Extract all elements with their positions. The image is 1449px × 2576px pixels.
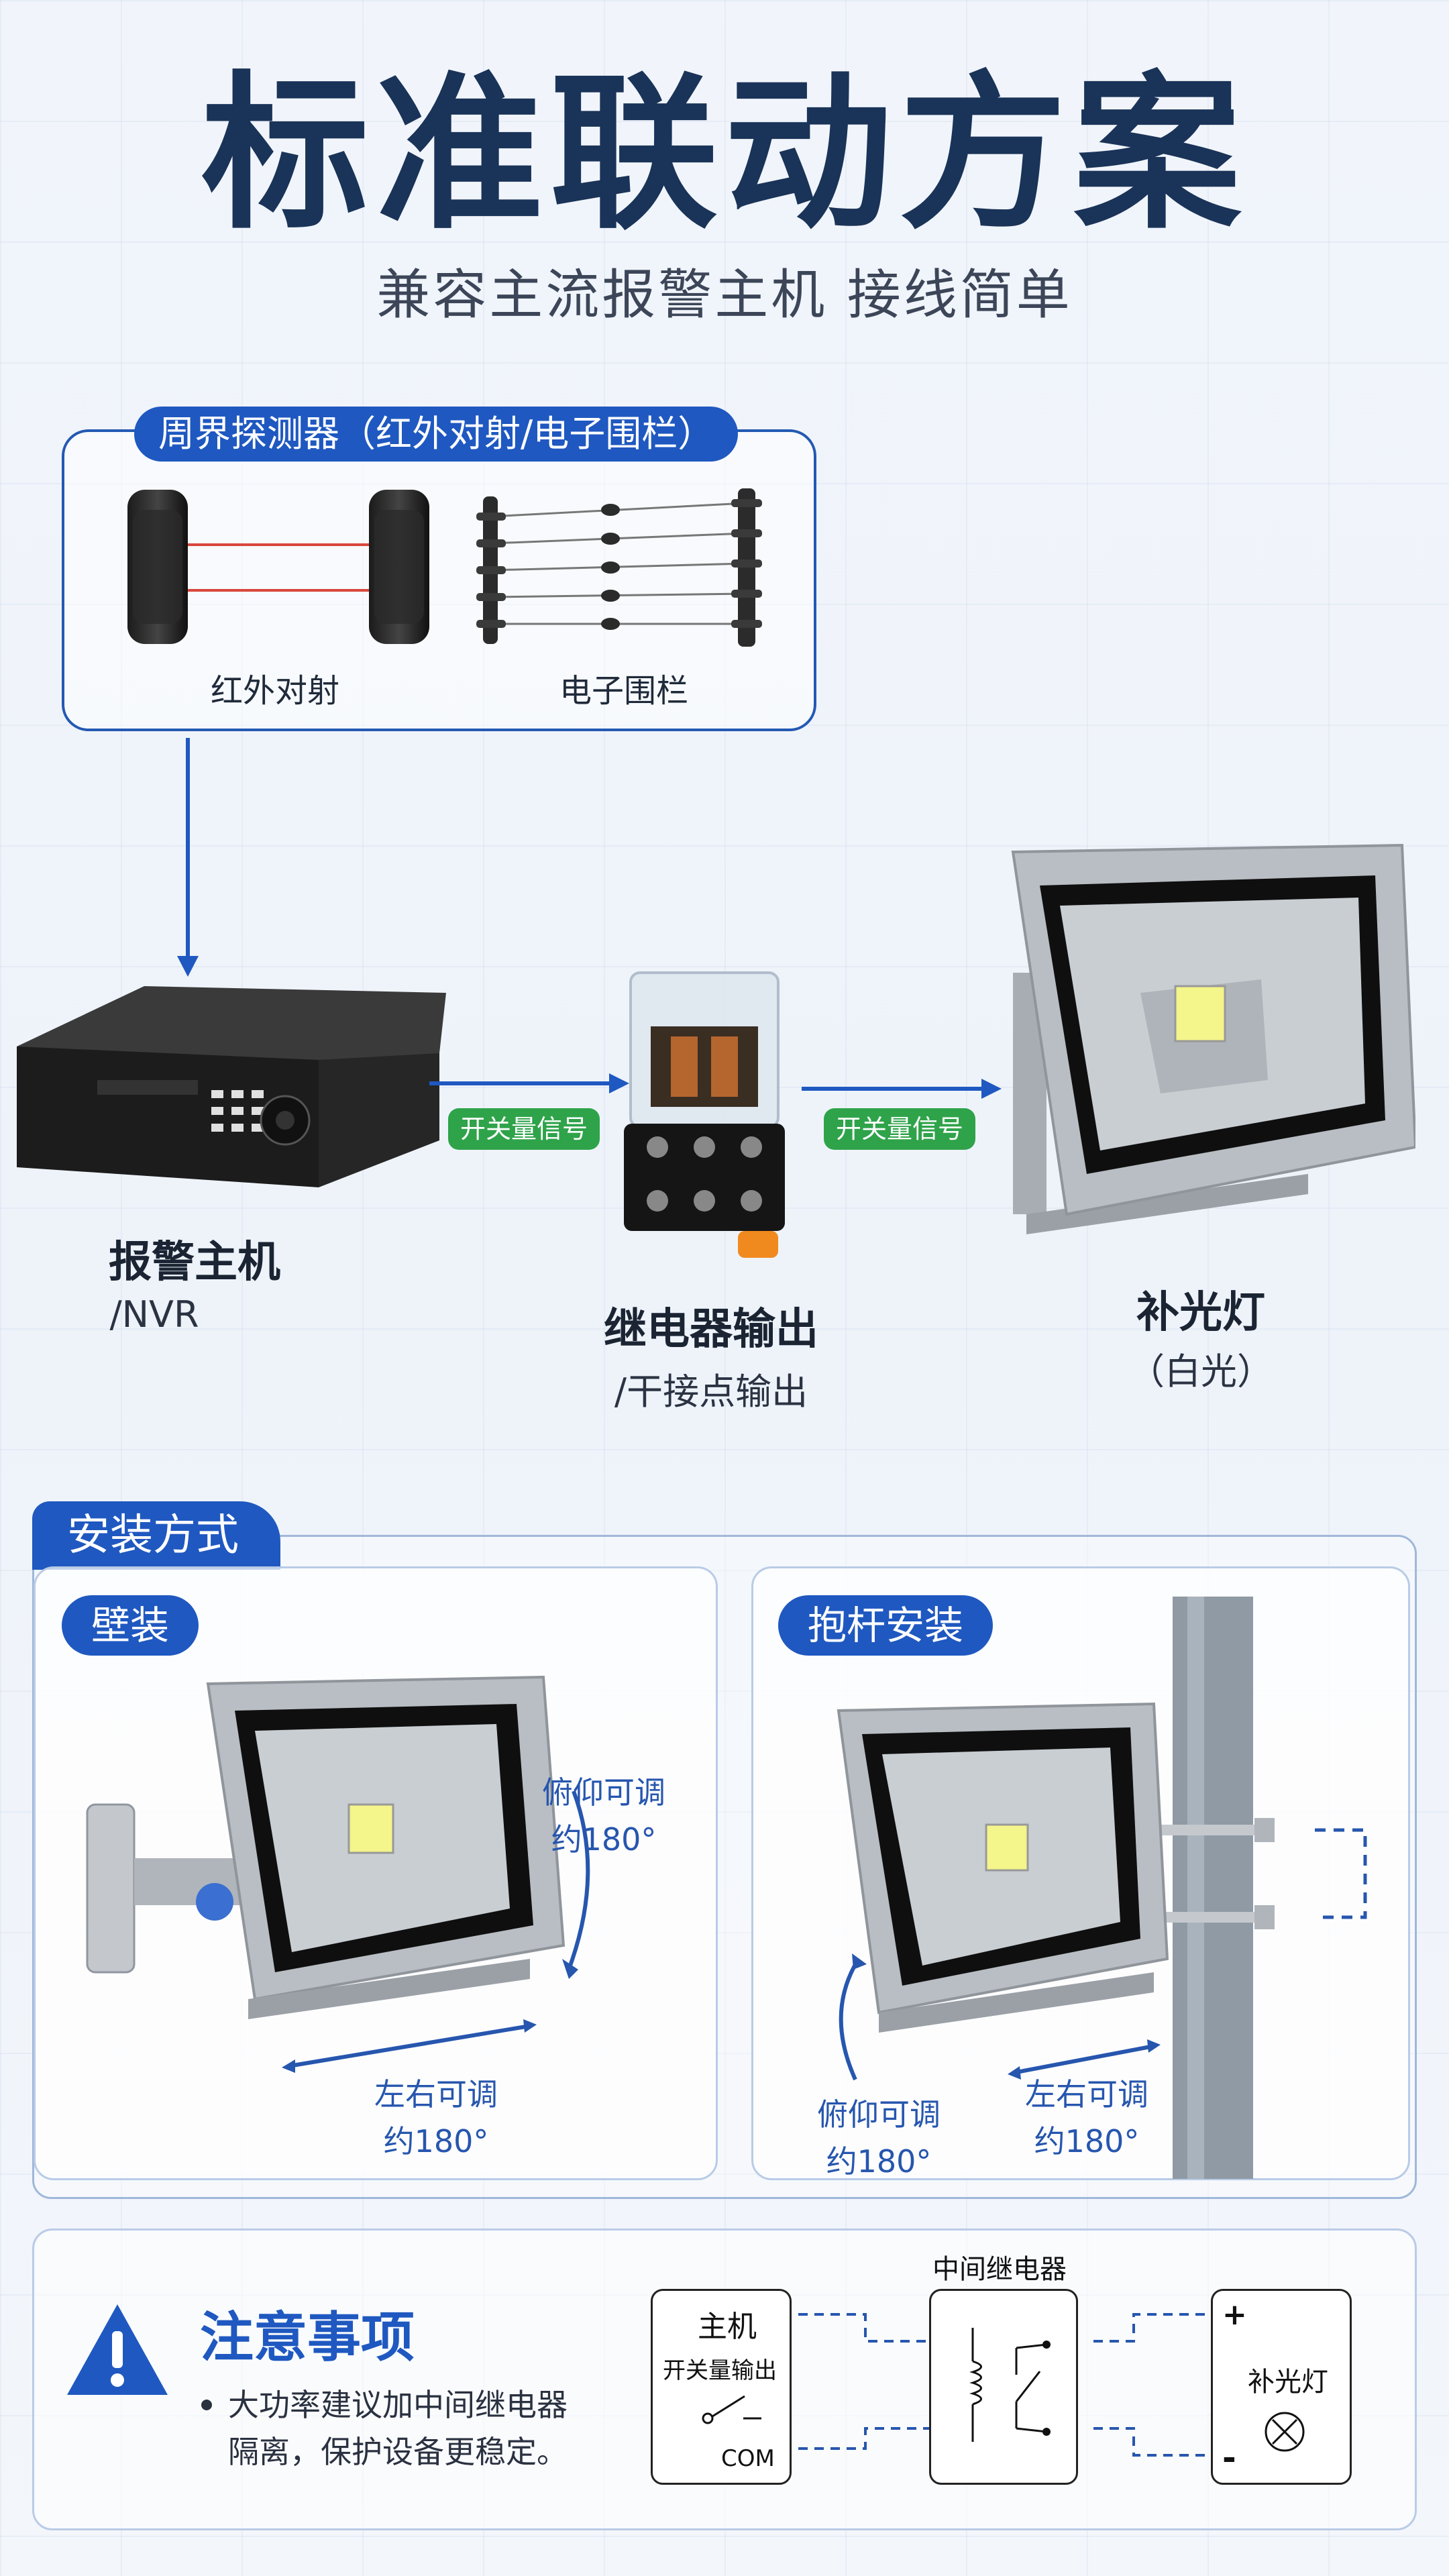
diagram-light-box <box>1211 2289 1352 2485</box>
pole-pan-angle: 约180° <box>1034 2123 1140 2159</box>
switch-symbol-icon <box>702 2395 761 2424</box>
notes-bullet: 大功率建议加中间继电器 隔离，保护设备更稳定。 <box>201 2381 684 2475</box>
wall-mount-label: 壁装 <box>62 1595 199 1656</box>
notes-line-1: 大功率建议加中间继电器 <box>228 2387 568 2423</box>
infrared-label: 红外对射 <box>210 672 339 710</box>
signal-badge-1: 开关量信号 <box>448 1108 600 1150</box>
bullet-dot <box>201 2400 212 2410</box>
diagram-minus: - <box>1222 2438 1236 2477</box>
relay-image <box>624 971 785 1258</box>
electric-fence-image <box>476 488 762 647</box>
pole-mount-light-image <box>837 1597 1367 2179</box>
relay-sub: /干接点输出 <box>614 1371 808 1413</box>
signal-arrow-2 <box>802 1079 1002 1099</box>
install-section-title: 安装方式 <box>32 1501 280 1570</box>
wiring-diagram-lines <box>798 2313 1208 2457</box>
fence-label: 电子围栏 <box>559 672 688 710</box>
relay-name: 继电器输出 <box>604 1305 818 1354</box>
wall-pan-angle: 约180° <box>383 2123 489 2159</box>
pole-mount-label: 抱杆安装 <box>778 1595 994 1656</box>
diagram-host-label: 主机 <box>698 2310 757 2344</box>
connector-arrow-down <box>177 738 199 977</box>
signal-arrow-1 <box>429 1073 629 1093</box>
alarm-host-image <box>17 986 446 1187</box>
diagram-relay-box <box>929 2289 1078 2485</box>
warning-icon <box>67 2304 168 2395</box>
signal-badge-2: 开关量信号 <box>824 1108 976 1150</box>
alarm-host-name: 报警主机 <box>109 1238 280 1287</box>
wall-tilt-label: 俯仰可调 <box>542 1774 665 1811</box>
diagram-host-output: 开关量输出 <box>663 2357 777 2384</box>
wall-tilt-angle: 约180° <box>551 1821 657 1858</box>
diagram-relay-label: 中间继电器 <box>932 2254 1067 2285</box>
infrared-beam-detector-image <box>127 490 429 644</box>
flood-light-image <box>1011 843 1415 1234</box>
page-subtitle: 兼容主流报警主机 接线简单 <box>376 264 1073 326</box>
wall-pan-label: 左右可调 <box>374 2076 498 2112</box>
diagram-plus: + <box>1222 2298 1247 2332</box>
notes-title: 注意事项 <box>200 2306 415 2369</box>
wall-mount-light-image <box>86 1675 590 2073</box>
pole-pan-label: 左右可调 <box>1025 2076 1148 2112</box>
alarm-host-sub: /NVR <box>109 1293 199 1336</box>
pole-tilt-angle: 约180° <box>826 2143 932 2180</box>
pole-tilt-label: 俯仰可调 <box>817 2096 941 2133</box>
diagram-com-label: COM <box>721 2445 775 2472</box>
relay-coil-icon <box>969 2328 1051 2442</box>
notes-line-2: 隔离，保护设备更稳定。 <box>228 2434 568 2470</box>
light-sub: （白光） <box>1128 1350 1273 1393</box>
lamp-symbol-icon <box>1265 2412 1305 2452</box>
diagram-host-box <box>651 2289 792 2485</box>
diagram-light-label: 补光灯 <box>1248 2367 1328 2398</box>
page-title: 标准联动方案 <box>201 56 1248 252</box>
light-name: 补光灯 <box>1136 1288 1265 1338</box>
detector-title: 周界探测器（红外对射/电子围栏） <box>134 407 739 462</box>
